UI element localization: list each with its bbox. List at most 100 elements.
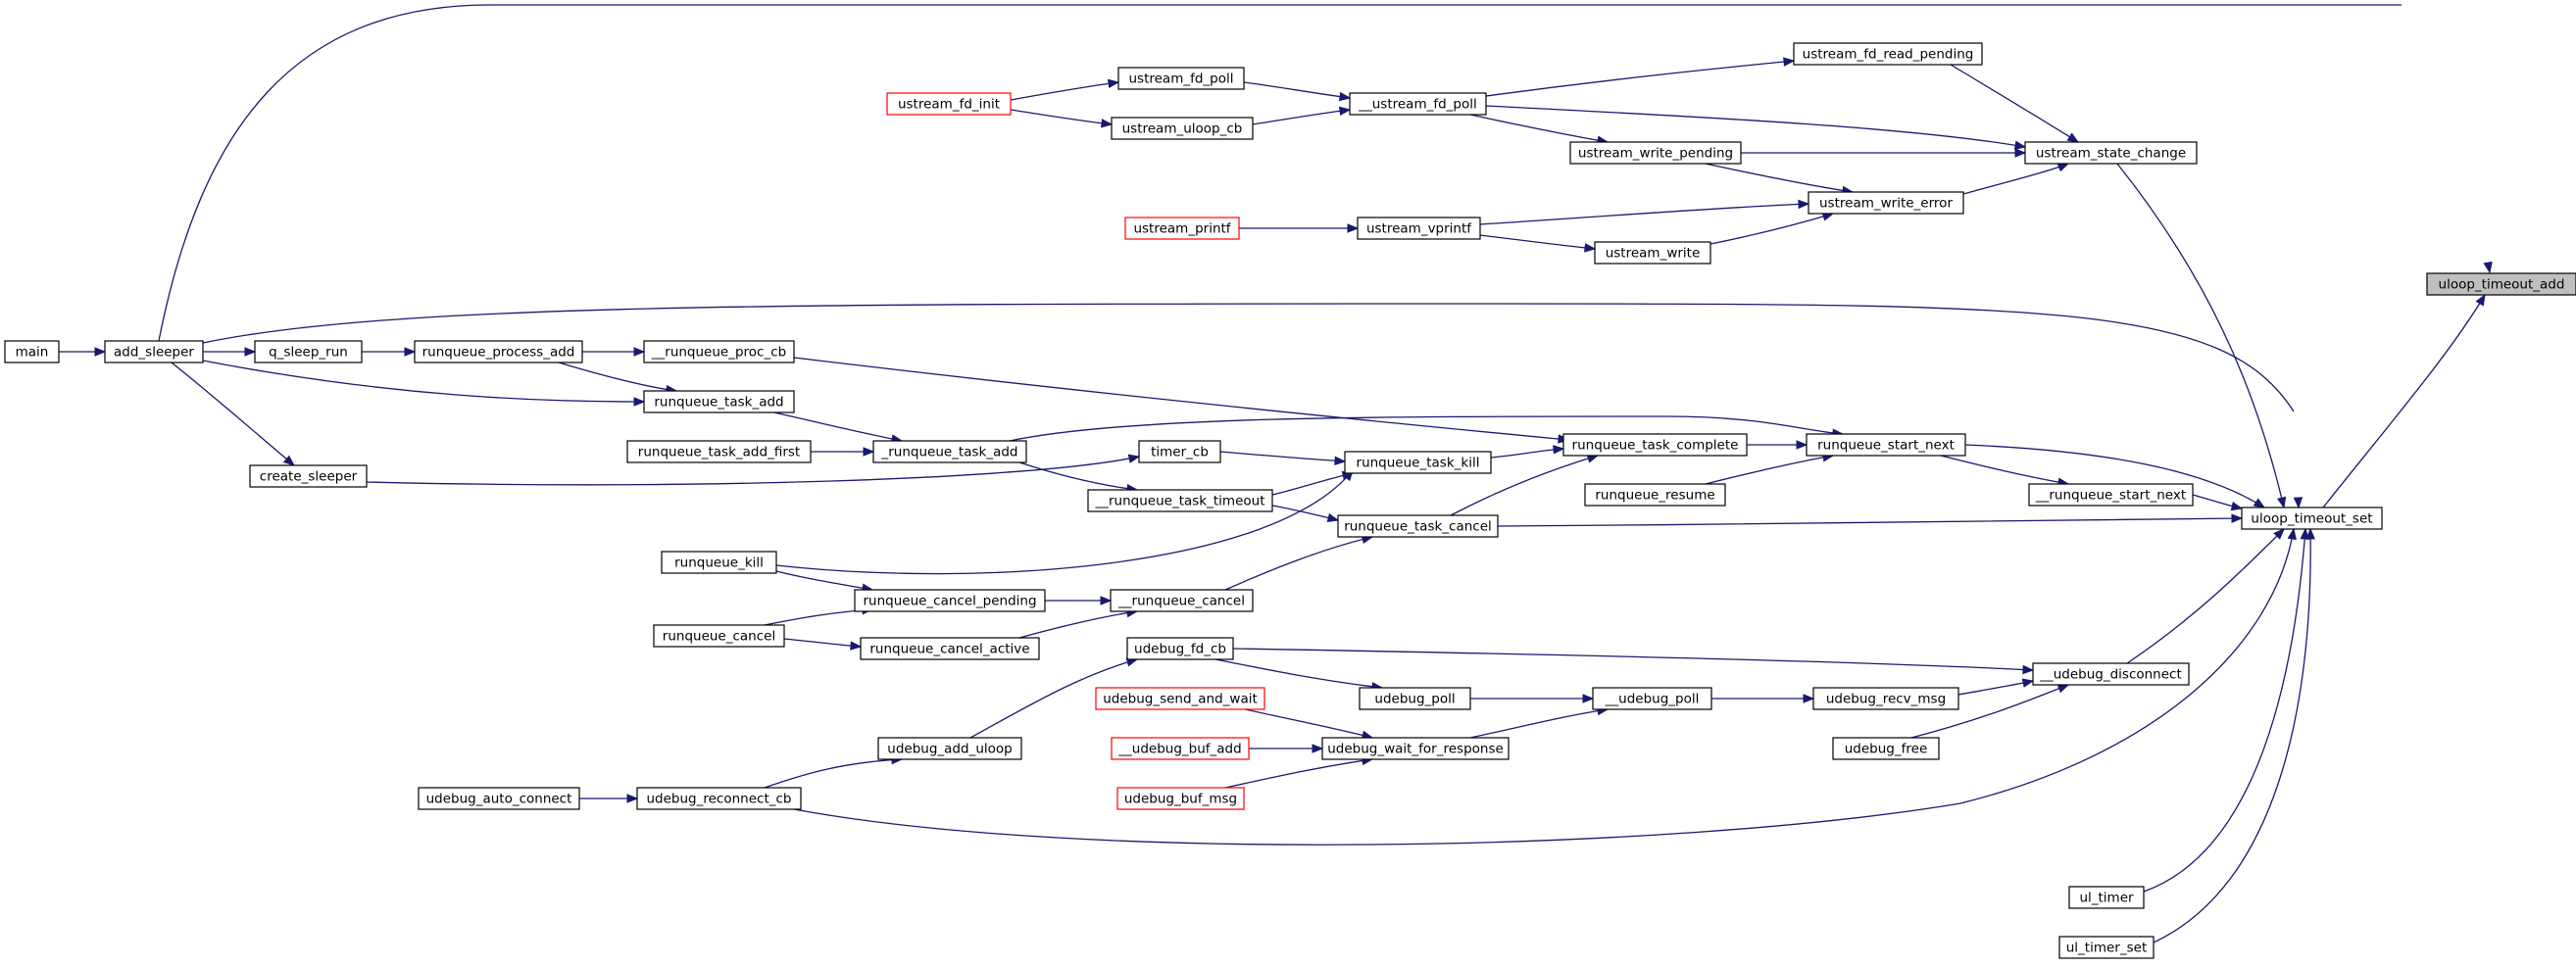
node-runqueue-start-next[interactable]: runqueue_start_next <box>1806 433 1966 457</box>
node-ustream-uloop-cb[interactable]: ustream_uloop_cb <box>1111 117 1254 140</box>
edge-ustream_write-to-ustream_write_error <box>1709 212 1835 245</box>
node-label: runqueue_start_next <box>1817 438 1955 454</box>
edge-runqueue_cancel_active-to-__runqueue_cancel <box>1018 607 1139 639</box>
edge-ustream_fd_init-to-ustream_uloop_cb <box>1010 109 1114 128</box>
node-runqueue-cancel[interactable]: runqueue_cancel <box>653 624 785 648</box>
edge-runqueue_kill-to-runqueue_task_kill <box>775 468 1354 575</box>
node-runqueue-kill[interactable]: runqueue_kill <box>661 551 777 574</box>
node-label: __udebug_disconnect <box>2039 667 2182 683</box>
node-label: __runqueue_cancel <box>1117 594 1245 609</box>
node-ustream-write-error[interactable]: ustream_write_error <box>1808 191 1964 215</box>
edge-ustream_uloop_cb-to-__ustream_fd_poll <box>1252 106 1352 125</box>
node-udebug-auto-connect[interactable]: udebug_auto_connect <box>418 787 580 810</box>
arrowhead-icon <box>1796 440 1808 450</box>
edge-__runqueue_proc_cb-to-runqueue_task_complete <box>793 357 1570 444</box>
node-runqueue-task-kill[interactable]: runqueue_task_kill <box>1344 451 1492 474</box>
node-ustream-state-change[interactable]: ustream_state_change <box>2024 141 2198 165</box>
edge-__ustream_fd_poll-to-ustream_state_change <box>1485 105 2027 150</box>
node-label: _runqueue_task_add <box>880 445 1017 460</box>
node-udebug-buf-add[interactable]: __udebug_buf_add <box>1111 737 1250 760</box>
node-runqueue-proc-cb[interactable]: __runqueue_proc_cb <box>643 340 795 363</box>
node-udebug-wait-for-response[interactable]: udebug_wait_for_response <box>1321 737 1510 760</box>
node-ustream-fd-init[interactable]: ustream_fd_init <box>886 92 1012 116</box>
node-udebug-disconnect[interactable]: __udebug_disconnect <box>2032 662 2190 686</box>
arrowhead-icon <box>1326 512 1340 523</box>
node-udebug-recv-msg[interactable]: udebug_recv_msg <box>1812 687 1959 710</box>
edge-runqueue_cancel-to-runqueue_cancel_active <box>783 638 863 651</box>
node-runqueue-task-cancel[interactable]: runqueue_task_cancel <box>1337 514 1499 538</box>
node-udebug-free[interactable]: udebug_free <box>1832 737 1940 760</box>
node-ustream-fd-read-pending[interactable]: ustream_fd_read_pending <box>1793 42 1983 66</box>
node-box <box>661 551 777 574</box>
edge-ustream_write_pending-to-ustream_write_error <box>1705 163 1855 196</box>
node-udebug-add-uloop[interactable]: udebug_add_uloop <box>877 737 1022 760</box>
arrowhead-icon <box>2066 132 2080 143</box>
node-runqueue-resume[interactable]: runqueue_resume <box>1584 483 1726 507</box>
node-runqueue-task-add[interactable]: _runqueue_task_add <box>872 440 1027 463</box>
node-add-sleeper[interactable]: add_sleeper <box>104 340 204 363</box>
edge-line <box>1957 680 2034 696</box>
node-box <box>886 92 1012 116</box>
node-udebug-poll[interactable]: __udebug_poll <box>1592 687 1712 710</box>
node-timer-cb[interactable]: timer_cb <box>1138 440 1221 463</box>
node-runqueue-cancel[interactable]: __runqueue_cancel <box>1110 589 1254 612</box>
node-uloop-timeout-set[interactable]: uloop_timeout_set <box>2241 507 2383 530</box>
edge-runqueue_task_complete-to-runqueue_start_next <box>1746 440 1808 450</box>
node-ul-timer[interactable]: ul_timer <box>2068 886 2145 909</box>
edge-runqueue_task_cancel-to-runqueue_task_complete <box>1450 454 1600 516</box>
node-ustream-write-pending[interactable]: ustream_write_pending <box>1569 141 1742 165</box>
node-runqueue-task-add[interactable]: runqueue_task_add <box>643 390 795 413</box>
edge-line <box>202 303 2295 412</box>
edge-add_sleeper-to-uloop_timeout_add <box>158 4 2493 342</box>
node-label: udebug_poll <box>1374 692 1455 707</box>
node-runqueue-task-complete[interactable]: runqueue_task_complete <box>1562 433 1748 457</box>
edge-line <box>1469 114 1609 143</box>
node-label: runqueue_resume <box>1595 488 1714 504</box>
node-ul-timer-set[interactable]: ul_timer_set <box>2058 936 2155 959</box>
arrowhead-icon <box>2293 497 2304 509</box>
node-udebug-poll[interactable]: udebug_poll <box>1359 687 1471 710</box>
node-runqueue-task-timeout[interactable]: __runqueue_task_timeout <box>1087 489 1273 512</box>
edge-line <box>2116 163 2285 508</box>
node-udebug-reconnect-cb[interactable]: udebug_reconnect_cb <box>636 787 802 810</box>
edge-line <box>1910 684 2069 739</box>
arrowhead-icon <box>1127 454 1141 463</box>
edge-line <box>775 469 1354 575</box>
node-label: ustream_write_error <box>1819 196 1953 212</box>
node-runqueue-process-add[interactable]: runqueue_process_add <box>414 340 583 363</box>
node-ustream-fd-poll[interactable]: __ustream_fd_poll <box>1349 92 1487 116</box>
arrowhead-icon <box>633 347 646 357</box>
node-box <box>254 340 363 363</box>
node-runqueue-task-add-first[interactable]: runqueue_task_add_first <box>626 440 812 463</box>
node-ustream-write[interactable]: ustream_write <box>1594 241 1711 265</box>
edge-add_sleeper-to-q_sleep_run <box>203 347 257 357</box>
node-box <box>4 340 60 363</box>
node-ustream-printf[interactable]: ustream_printf <box>1124 217 1240 240</box>
node-runqueue-cancel-active[interactable]: runqueue_cancel_active <box>860 637 1040 660</box>
node-box <box>636 787 802 810</box>
node-label: runqueue_cancel_active <box>869 642 1029 657</box>
node-udebug-fd-cb[interactable]: udebug_fd_cb <box>1126 637 1234 660</box>
node-box <box>1344 451 1492 474</box>
node-runqueue-start-next[interactable]: __runqueue_start_next <box>2028 483 2194 507</box>
edge-line <box>1010 109 1113 125</box>
node-label: __udebug_poll <box>1605 692 1700 707</box>
node-label: udebug_recv_msg <box>1826 692 1946 707</box>
node-create-sleeper[interactable]: create_sleeper <box>249 464 368 488</box>
edge-line <box>1214 658 1383 689</box>
edge-timer_cb-to-runqueue_task_kill <box>1219 451 1347 465</box>
node-main[interactable]: main <box>4 340 60 363</box>
node-ustream-fd-poll[interactable]: ustream_fd_poll <box>1117 67 1245 90</box>
edge-ustream_write_error-to-ustream_state_change <box>1962 163 2070 195</box>
node-udebug-send-and-wait[interactable]: udebug_send_and_wait <box>1095 687 1265 710</box>
node-label: ustream_state_change <box>2036 146 2186 162</box>
node-label: runqueue_cancel_pending <box>863 594 1036 609</box>
node-q-sleep-run[interactable]: q_sleep_run <box>254 340 363 363</box>
arrowhead-icon <box>2231 513 2244 523</box>
arrowhead-icon <box>2013 140 2027 150</box>
node-uloop-timeout-add[interactable]: uloop_timeout_add <box>2426 272 2576 296</box>
node-ustream-vprintf[interactable]: ustream_vprintf <box>1357 217 1481 240</box>
node-udebug-buf-msg[interactable]: udebug_buf_msg <box>1116 787 1245 810</box>
nodes-layer: uloop_timeout_add ustream_fd_read_pending… <box>4 42 2576 959</box>
node-runqueue-cancel-pending[interactable]: runqueue_cancel_pending <box>854 589 1046 612</box>
